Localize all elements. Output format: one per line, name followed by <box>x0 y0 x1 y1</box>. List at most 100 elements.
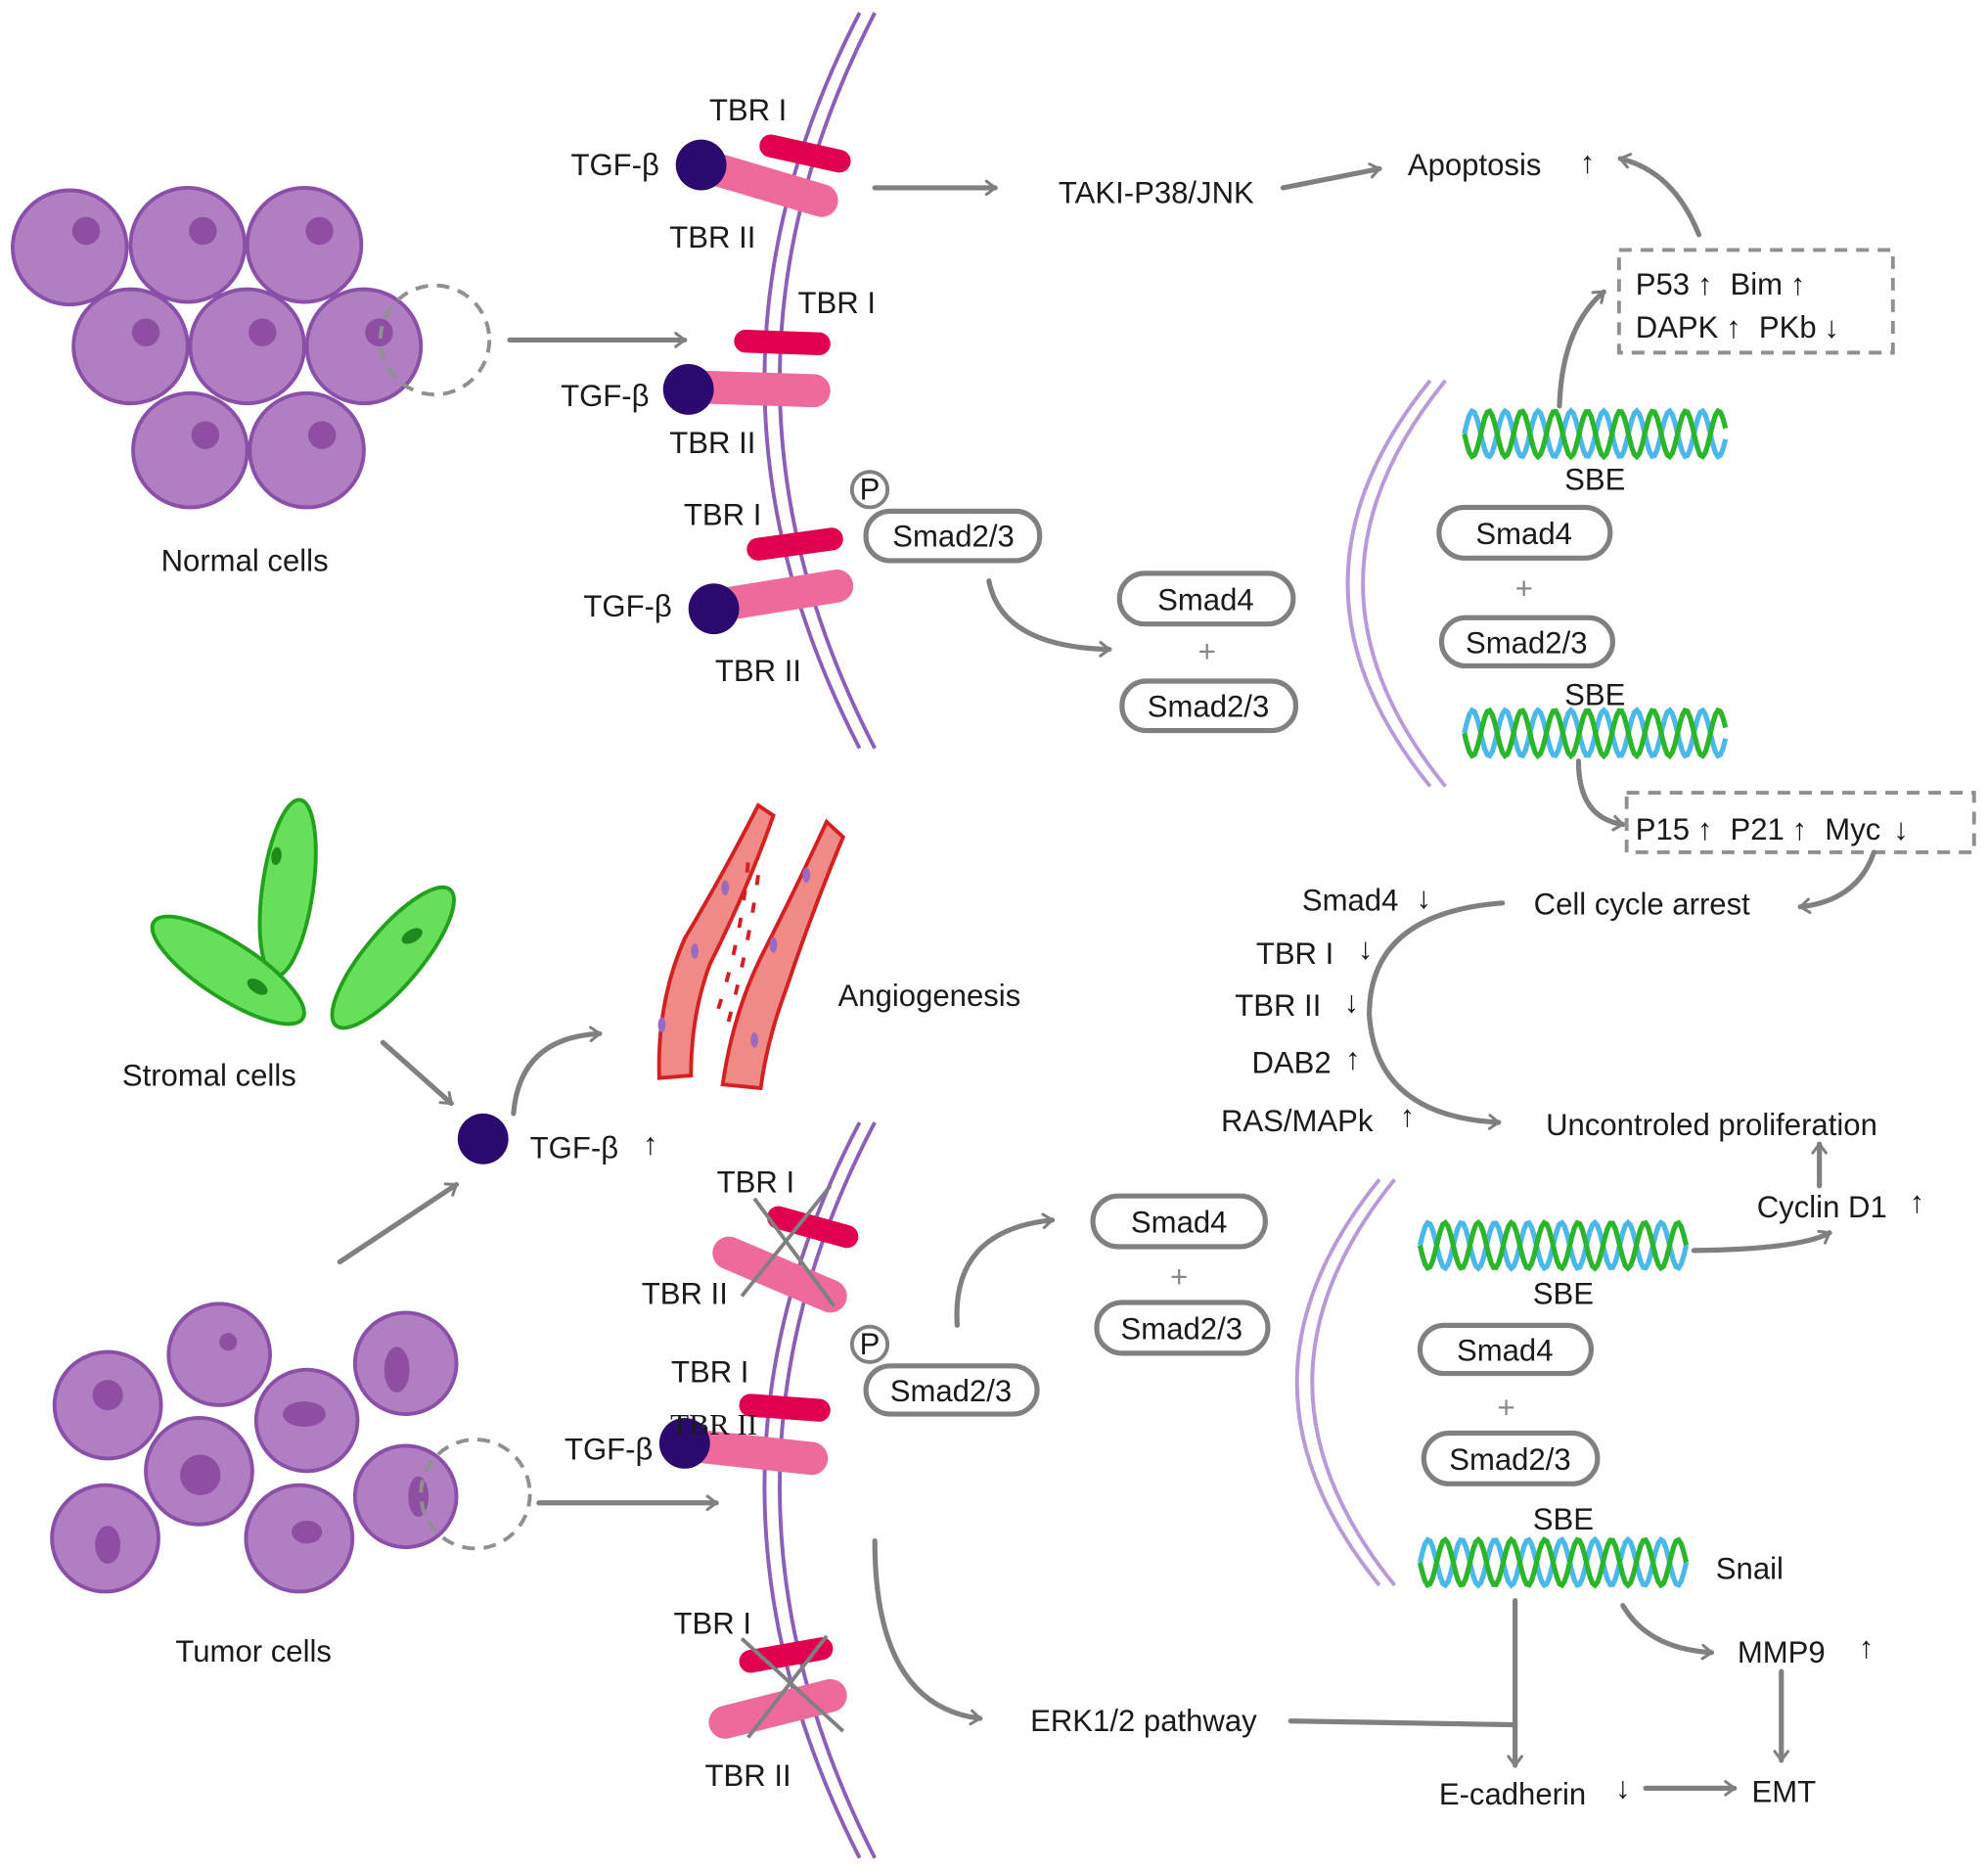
gene-p53: P53↑Bim↑ <box>1636 267 1806 301</box>
phospho-circle <box>849 1324 890 1364</box>
tbr2-label: TBR II <box>669 426 755 460</box>
tbr1-label: TBR I <box>798 286 876 320</box>
nuclear-membrane-outer <box>1361 379 1447 788</box>
normal-cell <box>128 185 248 304</box>
sbe-label: SBE <box>1564 678 1625 712</box>
arrow-dna-to-cycle-genes <box>1575 758 1626 832</box>
svg-text:DAB2: DAB2 <box>1251 1045 1331 1079</box>
phospho-label: P <box>860 473 881 507</box>
normal-cells-label: Normal cells <box>161 543 329 577</box>
smad23-pill <box>1438 615 1615 669</box>
smad4-label: Smad4 <box>1457 1334 1554 1368</box>
phospho-label: P <box>860 1327 881 1361</box>
up-arrow-icon: ↑ <box>1910 1185 1925 1219</box>
emt-label: EMT <box>1752 1775 1817 1809</box>
svg-text:Smad4: Smad4 <box>1302 884 1399 918</box>
smad23-label: Smad2/3 <box>1449 1442 1570 1477</box>
normal-cell <box>245 185 364 304</box>
tumor-cell <box>166 1301 272 1407</box>
smad4-label: Smad4 <box>1157 582 1254 616</box>
plus-sign: + <box>1198 635 1216 669</box>
arrow-to-angiogenesis <box>511 1026 603 1117</box>
arrow-stromal-to-tgf <box>380 1039 454 1107</box>
smad23-pill <box>863 1363 1040 1417</box>
smad23-pill <box>1119 678 1299 734</box>
down-arrow-icon: ↓ <box>1615 1771 1631 1805</box>
uncontrolled-proliferation-label: Uncontroled proliferation <box>1546 1108 1877 1142</box>
smad4-pill <box>1436 504 1613 561</box>
mmp9-label: MMP9 <box>1738 1635 1826 1669</box>
normal-cell <box>248 390 366 510</box>
phospho-circle <box>849 470 890 510</box>
arrow-smad-complex <box>954 1212 1056 1328</box>
svg-text:TBR II: TBR II <box>642 1276 728 1310</box>
receptor-complex-tumor: TBR I TBR II TGF-β <box>565 1355 831 1476</box>
blood-vessel-icon <box>656 802 846 1091</box>
tumor-cells-cluster: Tumor cells <box>50 1301 532 1668</box>
svg-text:↓: ↓ <box>1358 932 1374 966</box>
taki-label: TAKI-P38/JNK <box>1059 175 1254 209</box>
smad23-pill <box>1421 1430 1601 1486</box>
svg-text:TBR I: TBR I <box>674 1606 751 1640</box>
sbe-label: SBE <box>1564 462 1625 496</box>
plus-sign: + <box>1515 571 1533 606</box>
arrow-dna-to-apoptosis-genes <box>1557 289 1606 409</box>
normal-cell <box>71 287 190 406</box>
arrow-tumor-to-tgf <box>337 1181 460 1265</box>
tgf-beta-ligand <box>675 139 727 191</box>
smad4-pill <box>1417 1322 1594 1377</box>
smad4-pill <box>1090 1193 1268 1250</box>
zoom-circle <box>378 283 492 397</box>
svg-text:TGF-β: TGF-β <box>565 1433 653 1467</box>
smad23-label: Smad2/3 <box>1121 1312 1242 1347</box>
dna-helix <box>1462 707 1729 760</box>
tumor-cell <box>352 1443 459 1550</box>
dna-helix <box>1462 407 1729 461</box>
tgf-beta-ligand <box>457 1113 509 1164</box>
arrow-smad-complex <box>986 578 1112 658</box>
smad4-label: Smad4 <box>1131 1206 1228 1240</box>
tumor-changes-list: Smad4↓ TBR I↓ TBR II↓ DAB2↑ RAS/MAPk↑ <box>1221 881 1431 1138</box>
dna-helix <box>1417 1535 1690 1589</box>
arrow-to-mmp9 <box>1620 1603 1715 1661</box>
arrow-to-cell-cycle-arrest <box>1797 849 1876 914</box>
up-arrow-icon: ↑ <box>1580 145 1596 179</box>
svg-text:TBR II: TBR II <box>670 1407 757 1441</box>
cell-cycle-arrest-label: Cell cycle arrest <box>1534 887 1751 921</box>
svg-text:↑: ↑ <box>1345 1042 1361 1076</box>
tumor-cells-label: Tumor cells <box>175 1634 332 1668</box>
cycle-genes-box <box>1624 791 1976 854</box>
tgf-beta-label: TGF-β <box>561 379 649 413</box>
apoptosis-label: Apoptosis <box>1408 148 1542 182</box>
receptor-complex-inactive-1: TBR I TBR II <box>642 1164 859 1313</box>
normal-cell <box>11 188 129 307</box>
receptor-complex-1: TBR I TGF-β TBR II <box>570 93 851 254</box>
dna-strand <box>1462 707 1729 760</box>
smad23-pill <box>863 508 1043 564</box>
arrow-to-erk <box>872 1538 983 1726</box>
smad4-pill <box>1116 571 1296 627</box>
svg-text:TBR II: TBR II <box>1235 988 1321 1023</box>
angiogenesis-label: Angiogenesis <box>838 979 1021 1013</box>
tbr1-label: TBR I <box>684 498 761 532</box>
smad23-label: Smad2/3 <box>1466 626 1587 661</box>
normal-cell <box>188 287 306 406</box>
tgf-beta-ligand <box>688 583 740 635</box>
receptor-complex-2: TBR I TGF-β TBR II <box>561 286 876 460</box>
svg-text:RAS/MAPk: RAS/MAPk <box>1221 1104 1374 1138</box>
smad23-label: Smad2/3 <box>890 1374 1012 1408</box>
nuclear-membrane-inner <box>1345 379 1432 788</box>
arrow-dna-to-cyclin <box>1691 1229 1832 1254</box>
cycle-genes: P15↑P21↑Myc↓ <box>1636 812 1909 846</box>
svg-text:TBR II: TBR II <box>705 1758 791 1793</box>
cyclin-d1-label: Cyclin D1 <box>1757 1190 1887 1224</box>
dna-helix <box>1417 1218 1690 1272</box>
svg-text:↑: ↑ <box>1400 1099 1416 1133</box>
zoom-circle <box>419 1438 532 1551</box>
normal-cell <box>131 390 249 510</box>
snail-label: Snail <box>1716 1552 1784 1586</box>
svg-text:TBR I: TBR I <box>671 1355 748 1390</box>
nuclear-membrane-inner <box>1294 1178 1381 1587</box>
tbr1-label: TBR I <box>709 93 787 127</box>
receptor-complex-3: TBR I TGF-β TBR II <box>583 498 854 688</box>
